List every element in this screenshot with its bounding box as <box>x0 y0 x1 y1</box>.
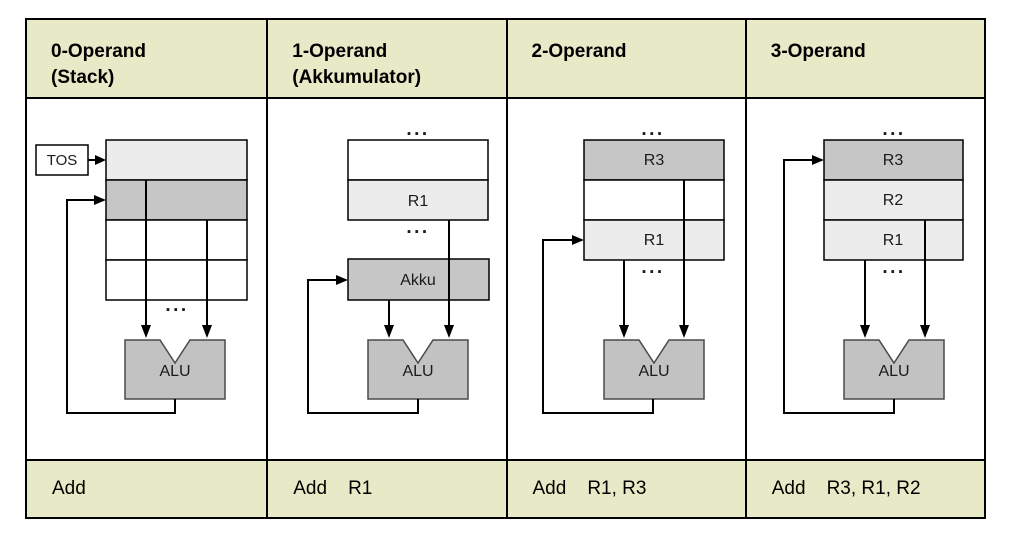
register-label-r1: R1 <box>883 232 904 249</box>
alu-label: ALU <box>403 363 434 380</box>
diagram-akkumulator-architecture: ... R1 ... Akku <box>268 99 506 459</box>
ellipsis: ... <box>641 119 664 140</box>
down-arrow-icon <box>618 325 629 338</box>
register-file: R1 <box>347 139 489 221</box>
alu-unit: ALU <box>602 339 705 400</box>
feedback-path <box>307 275 420 414</box>
feedback-path <box>541 235 654 414</box>
ellipsis: ... <box>882 119 905 140</box>
column-1-operand: 1-Operand (Akkumulator) ... R1 ... <box>266 20 506 517</box>
diagram-stack-architecture: TOS ... ALU <box>27 99 267 459</box>
header-line1: 0-Operand <box>51 41 147 62</box>
operand-wires <box>618 180 689 338</box>
down-arrow-icon <box>859 325 870 338</box>
operand-list: R1, R3 <box>587 478 647 499</box>
instruction-3-operand: Add R3, R1, R2 <box>746 459 984 517</box>
down-arrow-icon <box>202 325 212 338</box>
mnemonic: Add <box>771 478 806 499</box>
alu-unit: ALU <box>367 339 469 400</box>
header-line1: 3-Operand <box>770 41 866 62</box>
instruction-1-operand: Add R1 <box>268 459 506 517</box>
tos-arrow-icon <box>95 155 106 165</box>
diagram-2-operand-architecture: ... R3 R1 <box>507 99 745 459</box>
header-2-operand: 2-Operand <box>507 20 745 99</box>
register-label-r2: R2 <box>883 192 904 209</box>
ellipsis: ... <box>407 119 430 140</box>
feedback-arrow-icon <box>336 275 349 285</box>
column-3-operand: 3-Operand ... R3 R2 R1 <box>744 20 984 517</box>
two-operand-diagram-svg: ... R3 R1 <box>541 119 725 414</box>
alu-unit: ALU <box>124 339 226 400</box>
down-arrow-icon <box>444 325 455 338</box>
register-label-r3: R3 <box>643 152 664 169</box>
register-file: R3 R2 R1 <box>823 139 964 261</box>
down-arrow-icon <box>919 325 930 338</box>
operand-list: R3, R1, R2 <box>826 478 921 499</box>
akku-label: Akku <box>400 272 436 289</box>
operand-wires <box>859 220 930 338</box>
akkumulator-diagram-svg: ... R1 ... Akku <box>307 119 490 414</box>
header-line1: 1-Operand <box>292 41 388 62</box>
ellipsis: ... <box>407 217 430 238</box>
feedback-arrow-icon <box>571 235 584 245</box>
tos-label: TOS <box>47 152 78 169</box>
feedback-arrow-icon <box>811 155 824 165</box>
register-label-r3: R3 <box>883 152 904 169</box>
down-arrow-icon <box>678 325 689 338</box>
header-3-operand: 3-Operand <box>746 20 984 99</box>
alu-label: ALU <box>638 363 669 380</box>
header-0-operand: 0-Operand (Stack) <box>27 20 267 99</box>
register-label-r1: R1 <box>408 193 429 210</box>
register-label-r1: R1 <box>643 232 664 249</box>
ellipsis: ... <box>165 295 188 316</box>
instruction-0-operand: Add <box>27 459 267 517</box>
down-arrow-icon <box>141 325 151 338</box>
ellipsis: ... <box>882 257 905 278</box>
tos-pointer: TOS <box>35 144 106 176</box>
down-arrow-icon <box>384 325 395 338</box>
column-0-operand: 0-Operand (Stack) TOS <box>27 20 267 517</box>
akku-register: Akku <box>347 258 490 301</box>
feedback-path <box>782 155 895 414</box>
alu-label: ALU <box>878 363 909 380</box>
instruction-2-operand: Add R1, R3 <box>507 459 745 517</box>
header-line2: (Akkumulator) <box>292 67 422 88</box>
operand-wires <box>384 220 455 338</box>
operand-wires <box>141 180 212 338</box>
ellipsis: ... <box>641 257 664 278</box>
header-line1: 2-Operand <box>531 41 627 62</box>
comparison-table: 0-Operand (Stack) TOS <box>25 18 986 519</box>
diagram-3-operand-architecture: ... R3 R2 R1 <box>746 99 984 459</box>
mnemonic: Add <box>293 478 328 499</box>
feedback-arrow-icon <box>94 195 106 205</box>
mnemonic: Add <box>52 478 86 499</box>
column-2-operand: 2-Operand ... R3 R1 <box>505 20 745 517</box>
feedback-path <box>66 195 176 414</box>
register-file: R3 R1 <box>582 139 725 261</box>
header-line2: (Stack) <box>51 67 115 88</box>
register-stack <box>105 139 248 301</box>
stack-diagram-svg: TOS ... ALU <box>35 139 248 414</box>
operand-list: R1 <box>348 478 373 499</box>
alu-label: ALU <box>159 363 190 380</box>
alu-unit: ALU <box>843 339 945 400</box>
mnemonic: Add <box>532 478 567 499</box>
three-operand-diagram-svg: ... R3 R2 R1 <box>782 119 964 414</box>
header-1-operand: 1-Operand (Akkumulator) <box>268 20 506 99</box>
